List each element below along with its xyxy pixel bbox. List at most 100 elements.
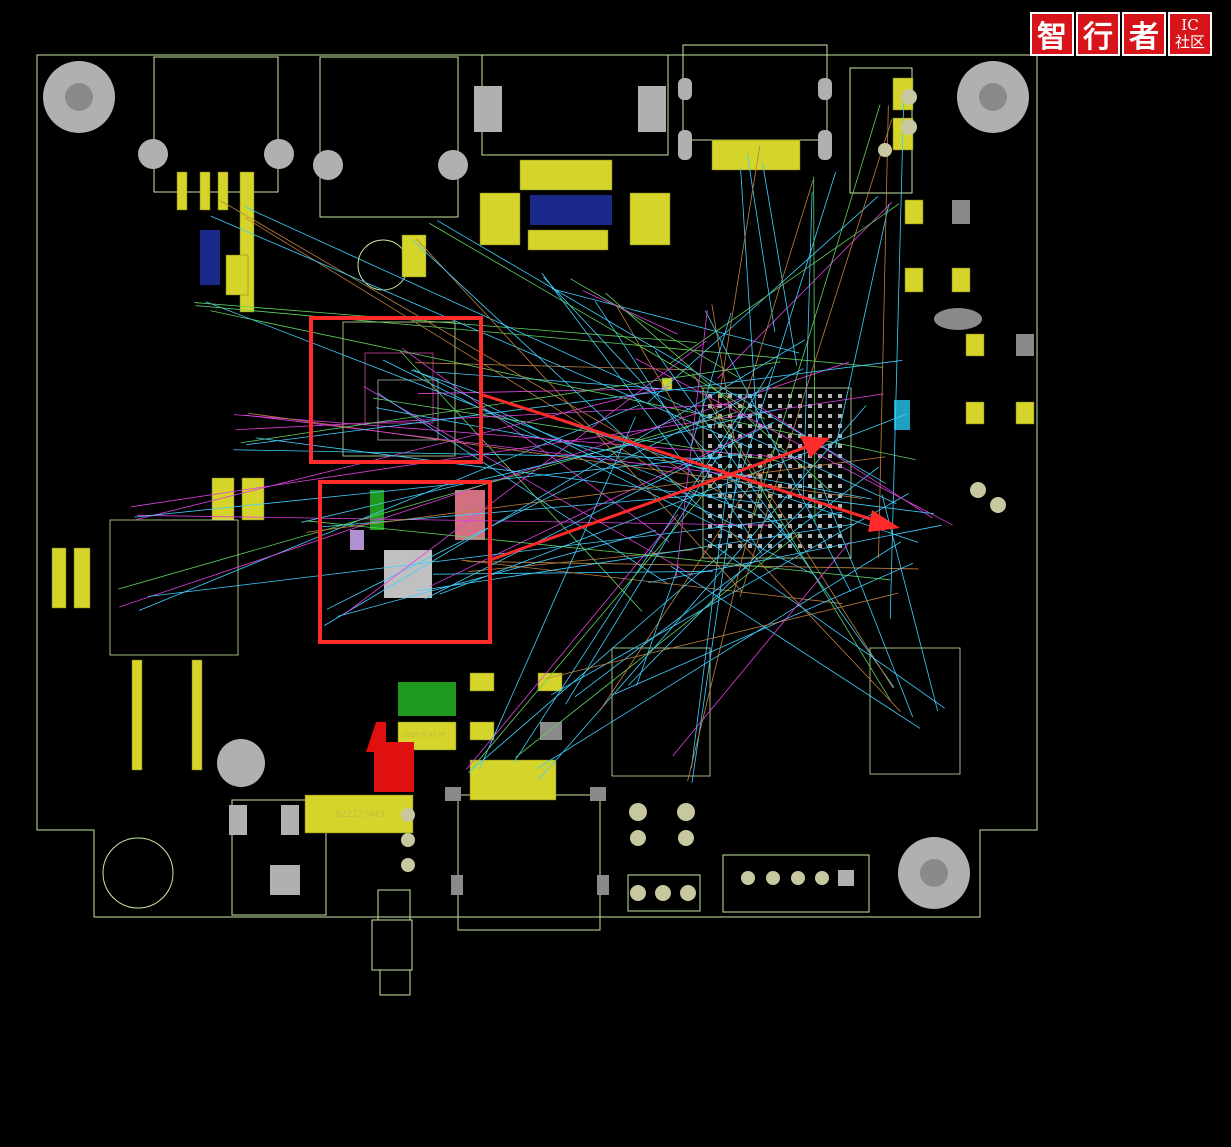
bga-ball [748, 504, 752, 508]
bga-ball [828, 474, 832, 478]
logo-char-3: 者 [1122, 12, 1166, 56]
bga-ball [738, 494, 742, 498]
bga-ball [708, 434, 712, 438]
bga-ball [828, 444, 832, 448]
bga-ball [728, 394, 732, 398]
bga-ball [728, 494, 732, 498]
bga-ball [798, 534, 802, 538]
bga-ball [718, 434, 722, 438]
bga-ball [718, 454, 722, 458]
bga-ball [798, 464, 802, 468]
ratsnest-line [479, 416, 636, 769]
ratsnest-line [468, 548, 728, 773]
ratsnest-line [147, 511, 843, 597]
ratsnest-line [881, 494, 939, 712]
ratsnest-line [551, 288, 800, 354]
bga-ball [788, 504, 792, 508]
board-outline [36, 54, 1038, 918]
ratsnest-line [326, 368, 804, 610]
bga-ball [818, 474, 822, 478]
bga-ball [808, 494, 812, 498]
bga-ball [838, 444, 842, 448]
bga-ball [808, 544, 812, 548]
ratsnest-line [734, 171, 837, 495]
ratsnest-line [541, 273, 704, 490]
ratsnest-line [582, 290, 678, 335]
bga-ball [788, 474, 792, 478]
bga-ball [788, 414, 792, 418]
ratsnest-line [760, 407, 933, 519]
bga-ball [738, 464, 742, 468]
ratsnest-line [301, 408, 778, 523]
bga-ball [728, 544, 732, 548]
bga-ball [748, 454, 752, 458]
bga-ball [708, 524, 712, 528]
ratsnest-line [137, 514, 769, 526]
ratsnest-line [889, 96, 905, 619]
bga-ball [778, 514, 782, 518]
logo-badge: IC 社区 [1168, 12, 1212, 56]
bga-ball [758, 434, 762, 438]
bga-ball [808, 424, 812, 428]
bga-ball [788, 404, 792, 408]
ratsnest-line [654, 350, 895, 688]
bga-ball [768, 464, 772, 468]
bga-ball [818, 434, 822, 438]
ratsnest-line [728, 529, 901, 712]
bga-ball [758, 454, 762, 458]
bga-ball [778, 474, 782, 478]
ratsnest-line [565, 366, 774, 705]
bga-ball [808, 414, 812, 418]
bga-ball [798, 404, 802, 408]
bga-ball [728, 484, 732, 488]
bga-chip [109, 321, 961, 777]
bga-ball [778, 434, 782, 438]
bga-ball [748, 544, 752, 548]
ratsnest-line [599, 448, 775, 711]
bga-ball [828, 424, 832, 428]
annotation-arrow-2 [489, 443, 813, 562]
bga-ball [738, 404, 742, 408]
ratsnest-line [233, 449, 720, 460]
ratsnest-line [797, 496, 935, 515]
bga-ball [778, 494, 782, 498]
bga-ball [718, 514, 722, 518]
bga-ball [818, 514, 822, 518]
ratsnest-line [615, 304, 706, 458]
bga-ball [828, 494, 832, 498]
ratsnest-line [382, 359, 814, 575]
bga-ball [838, 534, 842, 538]
bga-ball [778, 504, 782, 508]
bga-ball [778, 484, 782, 488]
ratsnest-line [234, 414, 803, 460]
bga-ball [768, 394, 772, 398]
ratsnest-line [466, 560, 919, 570]
bga-ball [758, 524, 762, 528]
bga-ball [718, 494, 722, 498]
bga-ball [738, 394, 742, 398]
bga-ball [838, 504, 842, 508]
ratsnest-line [416, 238, 743, 592]
bga-ball [758, 444, 762, 448]
bga-ball [748, 404, 752, 408]
bga-ball [828, 394, 832, 398]
bga-ball [788, 514, 792, 518]
bga-ball [818, 494, 822, 498]
ratsnest-line [835, 203, 890, 448]
ratsnest-line [614, 563, 914, 695]
ratsnest-line [648, 524, 942, 583]
ratsnest-line [628, 496, 815, 686]
bga-ball [718, 444, 722, 448]
bga-ball [778, 394, 782, 398]
bga-ball [738, 534, 742, 538]
bga-ball [838, 544, 842, 548]
ratsnest-line [515, 532, 801, 758]
ratsnest-line [709, 403, 891, 701]
bga-ball [788, 454, 792, 458]
bga-ball [838, 414, 842, 418]
ratsnest-line [672, 541, 850, 757]
bga-ball [728, 444, 732, 448]
bga-ball [748, 494, 752, 498]
bga-ball [818, 414, 822, 418]
